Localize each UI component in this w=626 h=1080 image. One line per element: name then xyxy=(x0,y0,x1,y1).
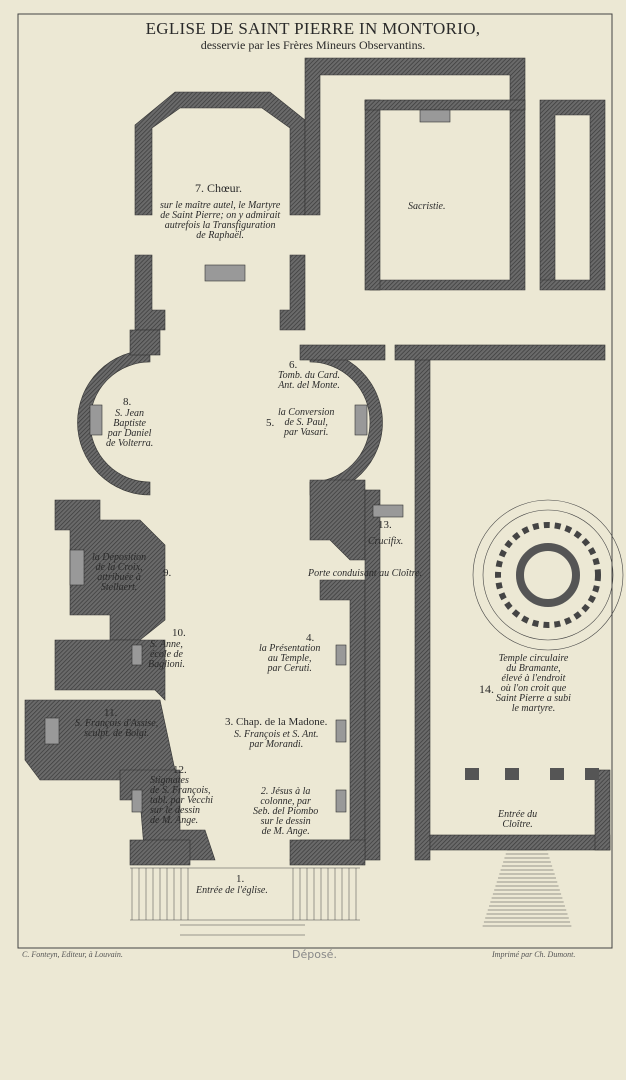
sacristy-inner-wall xyxy=(364,99,381,291)
page-title: EGLISE DE SAINT PIERRE IN MONTORIO, xyxy=(145,19,481,38)
arcade-pier xyxy=(505,768,519,780)
entrance-pier-right xyxy=(289,839,366,866)
label-conversion: la Conversion de S. Paul, par Vasari. xyxy=(278,407,335,438)
label-choeur-desc: sur le maître autel, le Martyre de Saint… xyxy=(160,200,281,241)
chapel-12-wall xyxy=(119,769,216,861)
label-jean: S. Jean Baptiste par Daniel de Volterra. xyxy=(106,408,154,449)
altar-5 xyxy=(354,404,368,436)
footer-printer: Imprimé par Ch. Dumont. xyxy=(492,950,576,959)
altar-8 xyxy=(89,404,103,436)
altar-11 xyxy=(44,717,60,745)
altar-13 xyxy=(372,504,404,518)
altar-3 xyxy=(335,719,347,743)
label-entree: Entrée de l'église. xyxy=(196,885,268,896)
label-tomb: Tomb. du Card. Ant. del Monte. xyxy=(278,370,341,391)
label-anne-number: 10. xyxy=(172,627,186,639)
entrance-steps xyxy=(131,868,357,920)
choir-wall-right xyxy=(279,254,306,331)
sacristy-inner-top xyxy=(364,99,526,111)
label-jean-number: 8. xyxy=(123,396,132,408)
altar-sacristy xyxy=(419,109,451,123)
label-sacristie: Sacristie. xyxy=(408,201,446,212)
label-francois: S. François d'Assise, sculpt. de Bolgi. xyxy=(75,718,159,739)
choir-apse-wall xyxy=(134,91,306,216)
cloister-wall-west xyxy=(364,489,381,861)
label-entree-number: 1. xyxy=(236,873,245,885)
arcade-pier xyxy=(585,768,599,780)
east-building-wall xyxy=(539,99,606,291)
cloister-entry-east xyxy=(594,769,611,851)
chapel-8-wall xyxy=(77,349,151,496)
cloister-wall-east xyxy=(414,349,431,861)
label-porte: Porte conduisant au Cloître. xyxy=(308,568,423,579)
bramante-tempietto xyxy=(472,499,624,651)
label-madone: 3. Chap. de la Madone. xyxy=(225,716,328,728)
altar-9 xyxy=(69,549,85,586)
cloister-steps xyxy=(482,849,572,927)
label-presentation: la Présentation au Temple, par Ceruti. xyxy=(259,643,321,674)
altar-choir xyxy=(204,264,246,282)
label-presentation-number: 4. xyxy=(306,632,315,644)
footer-editor: C. Fonteyn, Editeur, à Louvain. xyxy=(22,950,123,959)
page-frame xyxy=(17,13,613,949)
altar-12 xyxy=(131,789,143,813)
label-tomb-number: 6. xyxy=(289,359,298,371)
entrance-pier-left xyxy=(129,839,191,866)
label-stigmates-number: 12. xyxy=(173,764,187,776)
choir-wall-left xyxy=(134,254,166,331)
footer-depose: Déposé. xyxy=(292,948,337,961)
chapel-5-pier xyxy=(299,344,386,361)
altar-10 xyxy=(131,644,143,666)
page-subtitle: desservie par les Frères Mineurs Observa… xyxy=(200,38,426,52)
label-francois-number: 11. xyxy=(104,707,118,719)
arcade-pier xyxy=(550,768,564,780)
label-anne: S. Anne, école de Baglioni. xyxy=(148,639,185,670)
arcade-pier xyxy=(465,768,479,780)
right-nave-wall xyxy=(309,479,366,561)
label-temple-number: 14. xyxy=(479,682,494,696)
label-deposition: la Déposition de la Croix, attribuée à S… xyxy=(92,552,147,593)
altar-4 xyxy=(335,644,347,666)
cloister-entry-wall xyxy=(429,834,611,851)
label-crucifix-number: 13. xyxy=(378,519,392,531)
label-entree-cloitre: Entrée du Cloître. xyxy=(498,809,538,830)
label-madone-desc: S. François et S. Ant. par Morandi. xyxy=(234,729,319,750)
label-conversion-number: 5. xyxy=(266,417,275,429)
label-jesus: 2. Jésus à la colonne, par Seb. del Piom… xyxy=(253,786,319,837)
sacristy-wall xyxy=(304,57,526,291)
label-stigmates: Stigmates de S. François, tabl. par Vecc… xyxy=(150,775,214,826)
cloister-wall-top xyxy=(394,344,606,361)
chapel-8-pier xyxy=(129,329,161,356)
altar-2 xyxy=(335,789,347,813)
label-deposition-number: 9. xyxy=(163,567,172,579)
label-temple: Temple circulaire du Bramante, élevé à l… xyxy=(496,653,571,714)
label-crucifix: Crucifix. xyxy=(368,536,404,547)
label-choeur-title: 7. Chœur. xyxy=(195,181,243,195)
